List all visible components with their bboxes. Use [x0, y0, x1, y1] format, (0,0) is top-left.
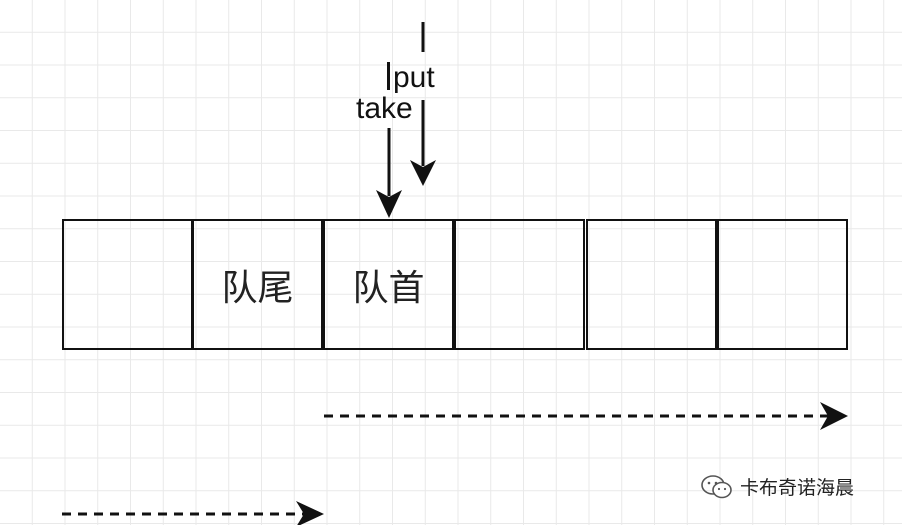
put-arrow-head: [410, 160, 436, 186]
watermark-text: 卡布奇诺海晨: [740, 477, 855, 499]
dashed-arrow-lower-head: [296, 501, 324, 525]
queue-cell-3: [454, 219, 585, 350]
watermark: 卡布奇诺海晨: [700, 473, 854, 500]
queue-cell-1-tail: 队尾: [192, 219, 323, 350]
queue-cell-2-head: 队首: [323, 219, 454, 350]
wechat-icon: [701, 474, 732, 498]
put-cursor-bar: [387, 62, 390, 90]
take-arrow-head: [376, 190, 402, 218]
dashed-arrow-upper-head: [820, 402, 848, 430]
put-label: put: [387, 62, 435, 93]
queue-cell-5: [717, 219, 848, 350]
put-label-text: put: [393, 61, 435, 94]
take-label: take: [356, 92, 413, 125]
queue-cell-4: [586, 219, 717, 350]
